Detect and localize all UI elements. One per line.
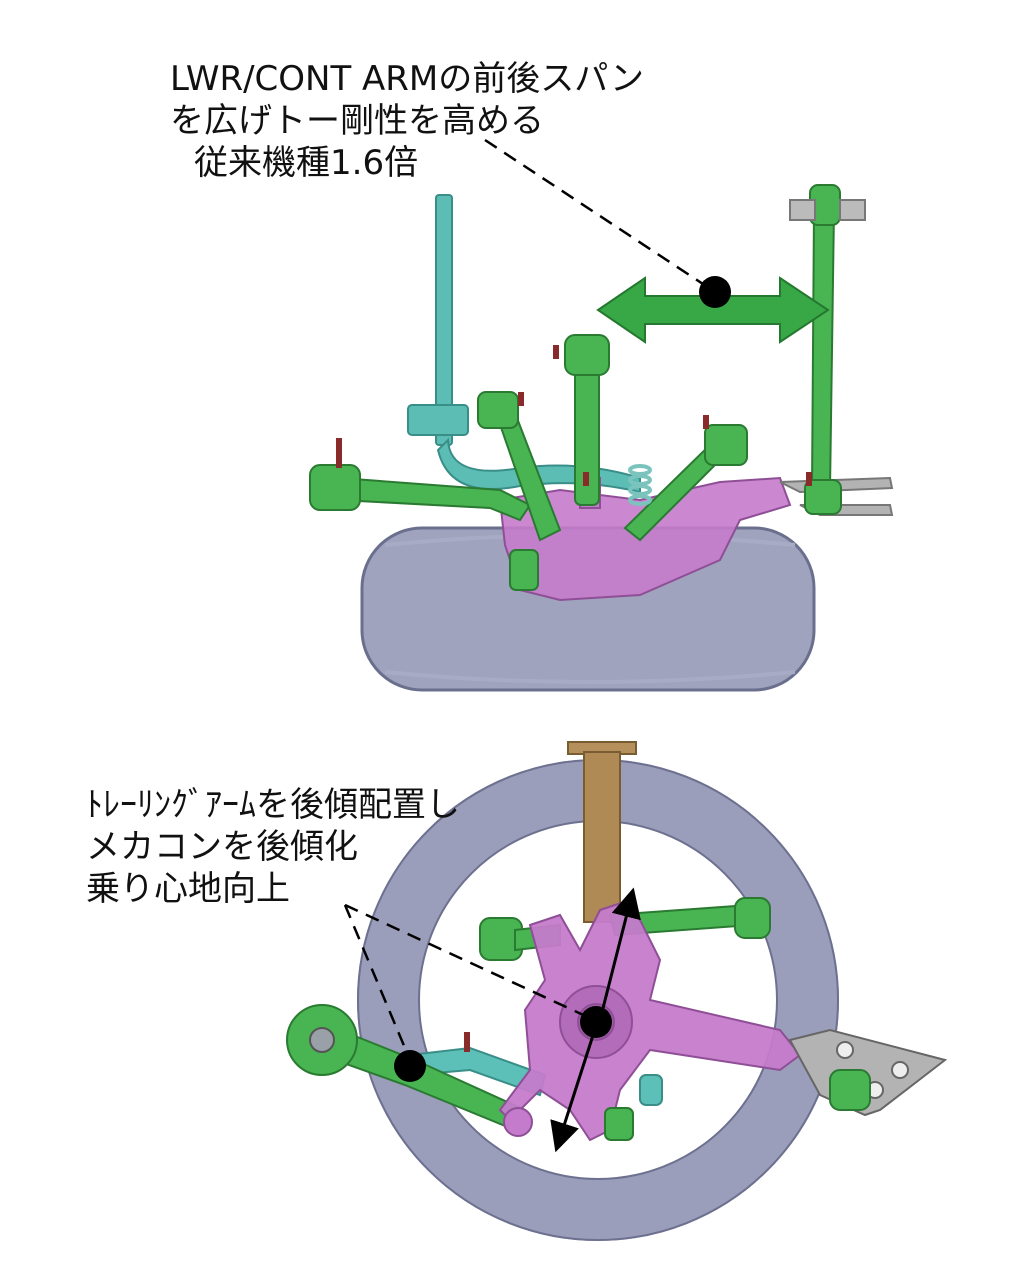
bolts-top-view bbox=[336, 345, 812, 486]
annotation-toe-stiffness: LWR/CONT ARMの前後スパン を広げトー剛性を高める 従来機種1.6倍 bbox=[170, 58, 644, 184]
annotation-top-line-1: LWR/CONT ARMの前後スパン bbox=[170, 59, 644, 99]
marker-dot-trailing-arm bbox=[394, 1050, 426, 1082]
marker-dot-top bbox=[699, 276, 731, 308]
control-arms-top-view bbox=[309, 184, 866, 591]
span-double-arrow bbox=[596, 276, 830, 344]
side-view bbox=[286, 741, 948, 1241]
annotation-bottom-line-3: 乗り心地向上 bbox=[86, 869, 290, 909]
marker-dot-knuckle bbox=[580, 1006, 612, 1038]
annotation-bottom-line-2: メカコンを後傾化 bbox=[86, 827, 358, 867]
top-view bbox=[309, 138, 894, 692]
spring-top-view bbox=[628, 464, 652, 506]
annotation-ride-comfort: ﾄﾚｰﾘﾝｸﾞｱｰﾑを後傾配置し メカコンを後傾化 乗り心地向上 bbox=[86, 784, 460, 910]
annotation-top-line-2: を広げトー剛性を高める bbox=[170, 101, 544, 141]
annotation-top-line-3: 従来機種1.6倍 bbox=[194, 143, 419, 183]
knuckle-tilt-arrow bbox=[598, 887, 641, 1021]
upper-arm-side-view bbox=[479, 897, 771, 961]
leader-line-bottom-a bbox=[343, 904, 412, 1061]
annotation-bottom-line-1: ﾄﾚｰﾘﾝｸﾞｱｰﾑを後傾配置し bbox=[86, 785, 460, 825]
